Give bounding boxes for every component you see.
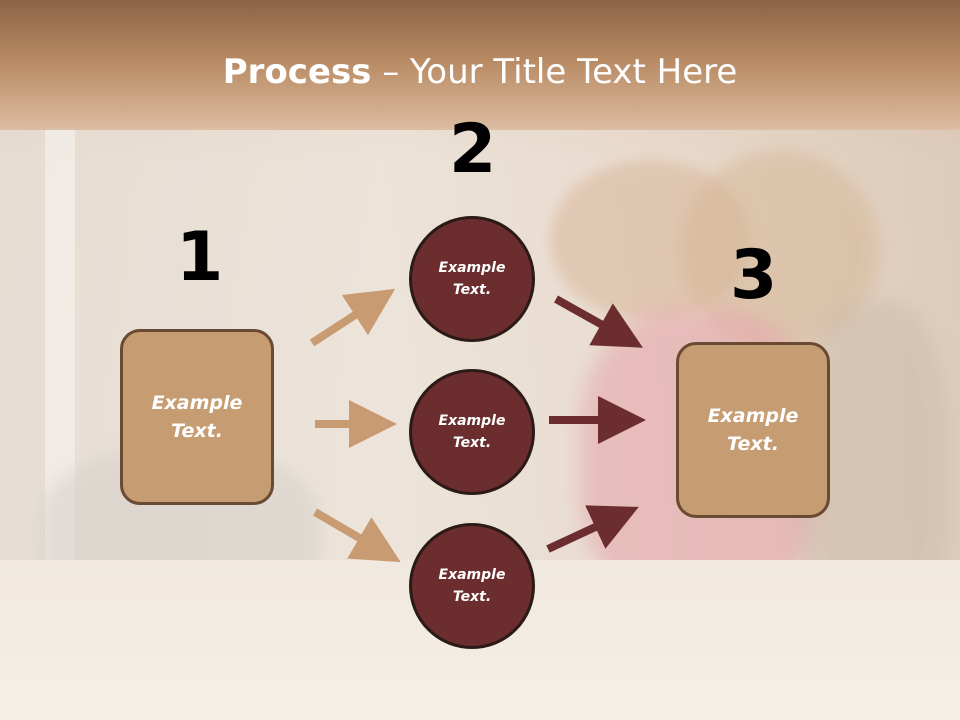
title-rest: – Your Title Text Here <box>371 52 738 92</box>
arrow-1-to-2a <box>309 288 396 347</box>
arrow-1-to-2c <box>312 508 401 563</box>
step-number-1: 1 <box>176 218 224 297</box>
step-2-text-middle: Example Text. <box>438 412 506 451</box>
step-number-2: 2 <box>449 110 497 189</box>
step-2-circle-top: Example Text. <box>409 216 535 342</box>
step-number-3: 3 <box>730 236 778 315</box>
slide-title: Process – Your Title Text Here <box>0 52 960 92</box>
step-2-circle-bottom: Example Text. <box>409 523 535 649</box>
arrow-2a-to-3 <box>554 295 643 348</box>
arrow-2c-to-3 <box>546 505 639 553</box>
step-1-text: Example Text. <box>151 391 243 443</box>
step-3-text: Example Text. <box>707 404 799 456</box>
step-1-box: Example Text. <box>120 329 274 505</box>
step-3-box: Example Text. <box>676 342 830 518</box>
title-bold: Process <box>222 52 372 92</box>
step-2-text-top: Example Text. <box>438 259 506 298</box>
step-2-circle-middle: Example Text. <box>409 369 535 495</box>
step-2-text-bottom: Example Text. <box>438 566 506 605</box>
